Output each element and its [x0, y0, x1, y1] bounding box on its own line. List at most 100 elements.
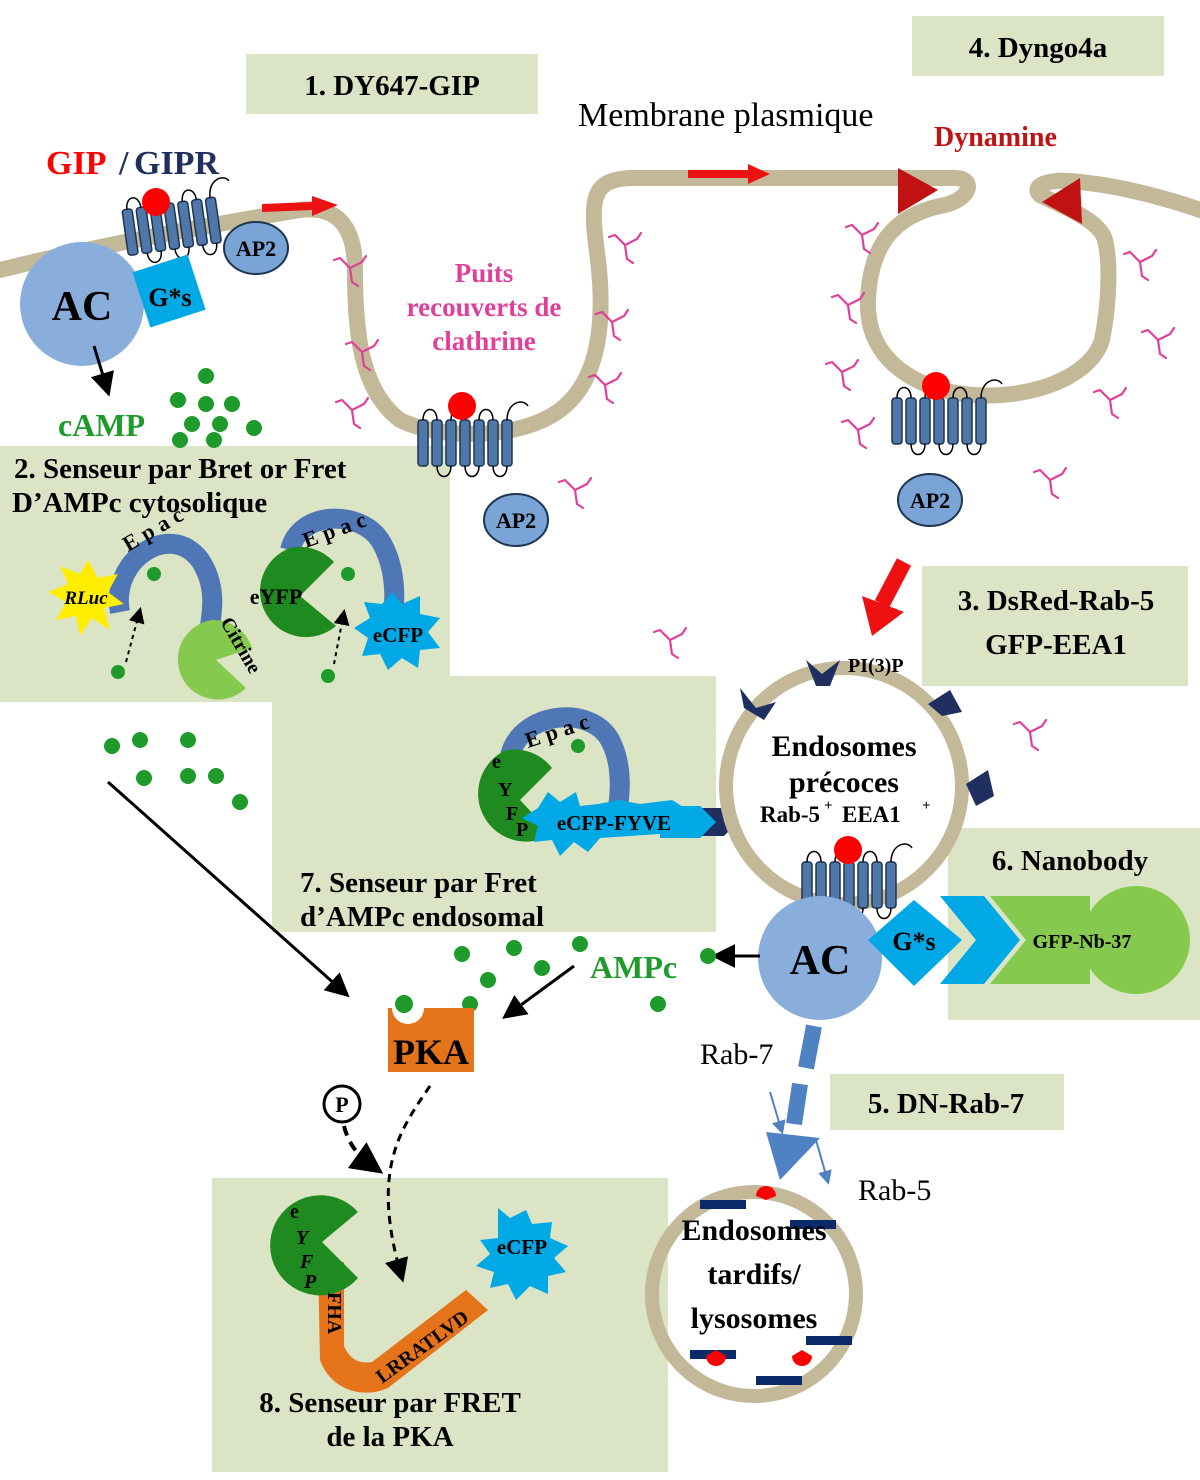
box-3: 3. DsRed-Rab-5 GFP-EEA1: [922, 566, 1188, 686]
fha-label: FHA: [323, 1292, 345, 1335]
late-endosome-label-3: lysosomes: [691, 1302, 818, 1335]
ap2-pit-label: AP2: [496, 508, 536, 533]
pka: PKA: [388, 995, 474, 1072]
ap2-vesicle: [897, 473, 963, 527]
gs-endosome: G*s: [868, 900, 962, 986]
fret-sensor-endosomal: Epac e Y F P eCFP-FYVE: [478, 707, 718, 856]
box-7-label-line2: d’AMPc endosomal: [300, 901, 544, 933]
box-1: 1. DY647-GIP: [246, 54, 538, 114]
ap2-pit: [483, 493, 549, 547]
membrane-arrow-head: [748, 164, 770, 184]
dynamine-left-icon: [898, 168, 938, 214]
eyfp-shape: [260, 546, 336, 638]
pka-label: PKA: [393, 1032, 469, 1072]
clathrin-icon: [840, 416, 876, 450]
clathrin-icon: [824, 358, 860, 392]
gip-ligand: [448, 392, 476, 420]
rab5-late-label: Rab-5: [858, 1174, 931, 1207]
gs-endosome-label: G*s: [892, 927, 935, 956]
box-4-label: 4. Dyngo4a: [969, 32, 1108, 64]
ac-surface: AC: [20, 242, 144, 366]
ampc-to-pka-arrow: [502, 964, 575, 1019]
gip-ligand: [922, 372, 950, 400]
ap2-vesicle-label: AP2: [910, 488, 950, 513]
eyfp-f: F: [299, 1251, 314, 1273]
clathrin-icon: [1032, 466, 1068, 500]
camp-dots-middle: [104, 732, 248, 810]
phosphate-label: P: [335, 1092, 348, 1117]
clathrin-icon: [334, 396, 370, 430]
gipr-receptor-vesicle: AP2: [891, 372, 1003, 527]
gipr-receptor-endosome: [801, 836, 913, 920]
phosphorylation-arrow: [342, 1125, 384, 1174]
early-endosome-label-2: précoces: [789, 766, 899, 799]
early-endosome: Endosomes précoces Rab-5 + EEA1 +: [719, 661, 969, 911]
dynamine-right-icon: [1042, 178, 1082, 224]
ecfp-fyve-label: eCFP-FYVE: [557, 811, 671, 835]
slash-label: /: [118, 145, 129, 182]
ecfp-label: eCFP: [373, 623, 423, 647]
box-6-label: 6. Nanobody: [992, 845, 1149, 877]
ac-label: AC: [52, 284, 113, 330]
camp-dots-top: [170, 368, 262, 448]
phosphate: P: [322, 1084, 362, 1124]
pi3p-markers: [740, 660, 994, 806]
eyfp-p: P: [516, 819, 528, 841]
puits-label-1: Puits: [455, 258, 514, 288]
eyfp-label: eYFP: [250, 584, 303, 609]
clathrin-icon: [830, 291, 866, 325]
internalization-arrow: [261, 202, 313, 212]
clathrin-icon: [557, 476, 593, 510]
gfp-nb-label: GFP-Nb-37: [1033, 931, 1132, 953]
membrane-label: Membrane plasmique: [578, 97, 874, 134]
gip-ligand: [142, 188, 170, 216]
ac-endosome-label: AC: [790, 938, 851, 984]
ac-to-camp-arrow: [90, 345, 114, 397]
camp-dot: [147, 567, 161, 581]
rluc-star: [48, 560, 124, 636]
rab7-arrow-head: [766, 1132, 820, 1180]
puits-label-2: recouverts de: [407, 292, 562, 322]
box-2-label-line1: 2. Senseur par Bret or Fret: [14, 453, 347, 485]
gip-label: GIP: [46, 145, 106, 182]
clathrin-icon: [1012, 718, 1048, 752]
gs-surface: G*s: [132, 254, 206, 328]
dynamine-label: Dynamine: [934, 122, 1057, 153]
camp-label: cAMP: [58, 407, 145, 443]
box-5: 5. DN-Rab-7: [830, 1074, 1064, 1130]
camp-dots-bottom: [454, 936, 716, 1012]
eyfp-shape: [270, 1195, 358, 1296]
gipr-label: GIPR: [134, 145, 219, 182]
eea1-sup: +: [922, 798, 931, 814]
box-8-label-line1: 8. Senseur par FRET: [259, 1387, 521, 1419]
camp-dot: [341, 567, 355, 581]
eyfp-y: Y: [498, 779, 513, 801]
gs-label: G*s: [148, 283, 191, 312]
late-endosome-label-1: Endosomes: [681, 1214, 826, 1247]
ap2-surface: AP2: [223, 221, 289, 275]
clathrin-icon: [1092, 386, 1128, 420]
eea1-label: EEA1: [842, 802, 901, 827]
late-endosome-label-2: tardifs/: [707, 1258, 801, 1291]
box-5-label: 5. DN-Rab-7: [868, 1088, 1024, 1120]
box-1-label: 1. DY647-GIP: [304, 70, 480, 102]
clathrin-icon: [607, 231, 643, 265]
rab7-arrow: [786, 1024, 822, 1126]
ap2-label: AP2: [236, 236, 276, 261]
thin-arrow: [815, 1139, 832, 1185]
rab5-label: Rab-5: [760, 802, 820, 827]
dashed-arrow: [125, 606, 145, 663]
thin-arrow: [769, 1091, 786, 1135]
box-3-label-line2: GFP-EEA1: [985, 629, 1127, 661]
ecfp-star: [476, 1208, 568, 1300]
citrine-shape: [177, 619, 252, 700]
box-4: 4. Dyngo4a: [912, 16, 1164, 76]
eyfp-p: P: [303, 1271, 317, 1293]
ecfp-fyve-arrow: [660, 806, 718, 838]
eyfp-f: F: [506, 803, 518, 825]
box-7-label-line1: 7. Senseur par Fret: [300, 867, 537, 899]
camp-dot: [111, 665, 125, 679]
eyfp-y: Y: [296, 1227, 310, 1249]
puits-label-3: clathrine: [432, 326, 535, 356]
dashed-arrow: [333, 608, 350, 665]
